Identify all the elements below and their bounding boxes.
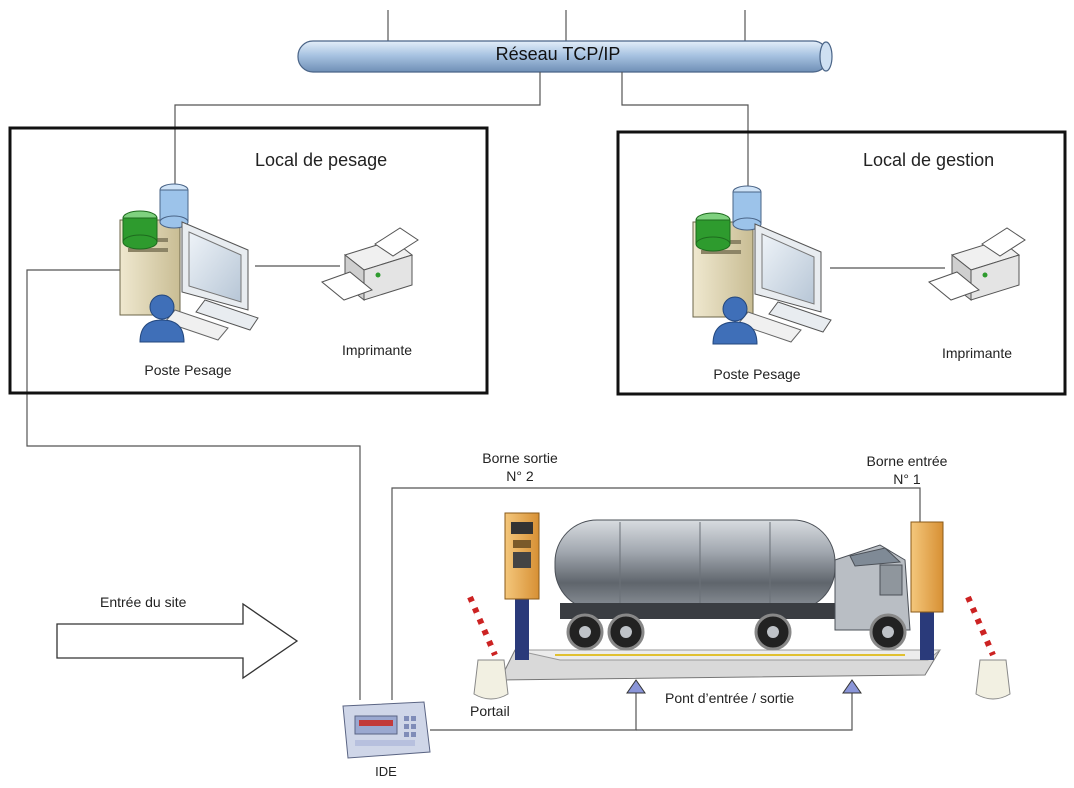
printer-icon[interactable]	[320, 227, 419, 302]
bridge-marker-1	[626, 679, 646, 694]
printer-icon-2[interactable]	[927, 227, 1026, 302]
indicator-device-icon[interactable]	[342, 701, 431, 759]
management-room-box	[616, 130, 1067, 396]
management-station-label: Poste Pesage	[713, 366, 801, 382]
management-room-title: Local de gestion	[863, 150, 995, 170]
network-pipe[interactable]	[297, 40, 833, 73]
network-risers	[387, 10, 746, 42]
workstation-icon[interactable]	[119, 183, 259, 343]
indicator-label: IDE	[375, 764, 397, 779]
exit-terminal-label-line2: N° 2	[506, 468, 534, 484]
weighing-printer-label: Imprimante	[342, 342, 413, 358]
exit-terminal-label-line1: Borne sortie	[482, 450, 558, 466]
network-label: Réseau TCP/IP	[495, 44, 621, 64]
tanker-truck-icon	[554, 519, 911, 651]
bridge-label: Pont d’entrée / sortie	[665, 690, 795, 706]
weighing-room-title: Local de pesage	[255, 150, 388, 170]
entry-terminal[interactable]	[910, 521, 944, 613]
barrier-gate-right[interactable]	[965, 595, 1011, 700]
entry-terminal-label-line1: Borne entrée	[866, 453, 948, 469]
connection-lines	[26, 72, 945, 731]
gate-label: Portail	[470, 703, 510, 719]
site-entry-label: Entrée du site	[100, 594, 187, 610]
workstation-icon-2[interactable]	[692, 185, 832, 345]
site-entry-arrow	[56, 602, 299, 680]
entry-terminal-label-line2: N° 1	[893, 471, 921, 487]
exit-terminal[interactable]	[504, 512, 540, 600]
management-printer-label: Imprimante	[942, 345, 1013, 361]
weighing-station-label: Poste Pesage	[144, 362, 232, 378]
weighing-room-box	[8, 126, 489, 395]
barrier-gate-left[interactable]	[467, 595, 509, 700]
bridge-marker-2	[842, 679, 862, 694]
